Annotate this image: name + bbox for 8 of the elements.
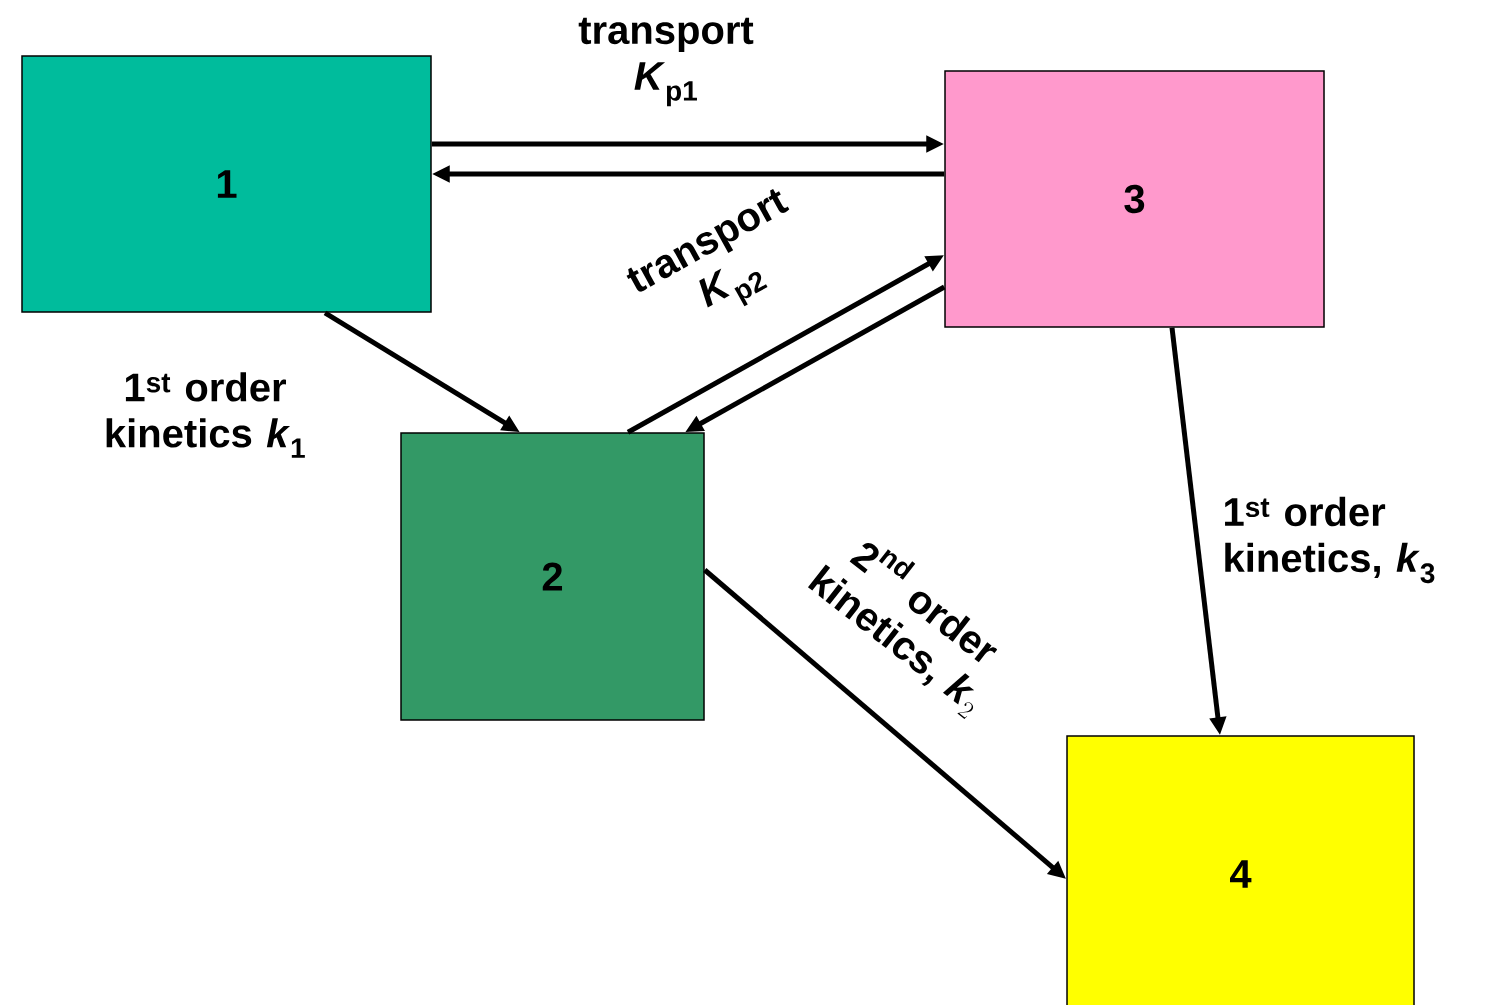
process-box: 2 [400,432,705,721]
edge-label: 1$^{st}$ order kinetics, k$_{3}$ [1225,496,1435,584]
process-box: 1 [21,55,432,313]
edge-label: transport K$_{p1}$ [578,17,754,107]
process-box: 3 [944,70,1325,328]
edge-label: $\begin{array}{c}\text{2}^{\text{nd}}\text{ order}\\ \text{kinetics, \textit{k}}_{2}\end{array}$ [807,542,998,719]
process-box: 4 [1066,735,1415,1005]
edge-label: 1$^{st}$ order kinetics k$_{1}$ [106,372,305,458]
